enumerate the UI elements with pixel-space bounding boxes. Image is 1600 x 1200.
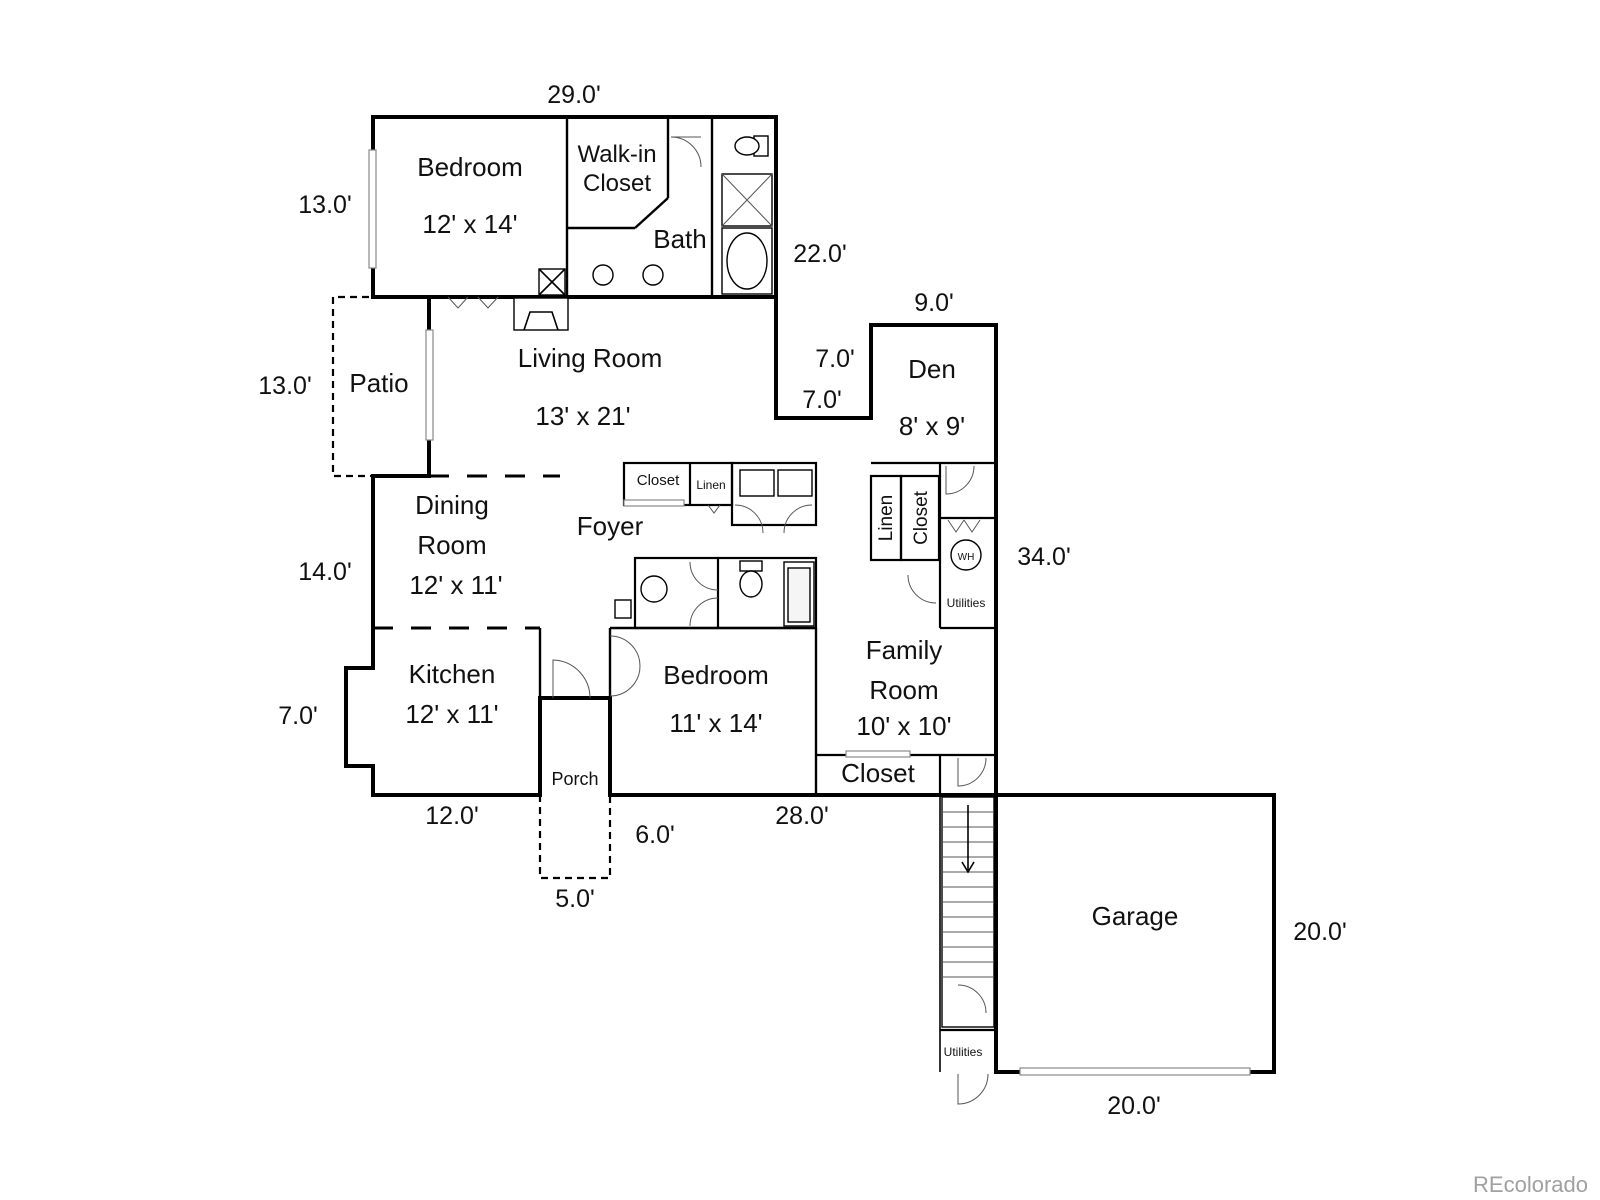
water-heater-label: WH bbox=[958, 552, 975, 563]
family-closet-label: Closet bbox=[841, 758, 915, 788]
doors bbox=[447, 136, 989, 1105]
den-closet-label: Closet bbox=[911, 490, 932, 545]
family-line2: Room bbox=[869, 675, 938, 705]
dim-porch-side: 6.0' bbox=[635, 821, 675, 849]
bedroom1-name: Bedroom bbox=[417, 152, 523, 182]
windows bbox=[368, 149, 1251, 1076]
utilities-lower-label: Utilities bbox=[944, 1045, 983, 1059]
foyer-name: Foyer bbox=[577, 511, 644, 541]
interior-walls bbox=[427, 117, 996, 1032]
dim-bedroom-left: 13.0' bbox=[298, 191, 351, 219]
den-linen-label: Linen bbox=[876, 495, 897, 542]
bedroom1-size: 12' x 14' bbox=[422, 209, 517, 239]
dim-porch-bottom: 5.0' bbox=[555, 885, 595, 913]
dim-patio-left: 13.0' bbox=[258, 372, 311, 400]
watermark: REcolorado bbox=[1473, 1172, 1588, 1197]
dim-kitchen-bottom: 12.0' bbox=[425, 802, 478, 830]
family-line1: Family bbox=[866, 635, 943, 665]
family-size: 10' x 10' bbox=[856, 711, 951, 741]
dimension-labels: 29.0' 13.0' 22.0' 9.0' 7.0' 7.0' 13.0' 1… bbox=[258, 81, 1346, 1120]
den-name: Den bbox=[908, 354, 956, 384]
dining-line2: Room bbox=[417, 530, 486, 560]
walkin-line1: Walk-in bbox=[577, 141, 656, 168]
dim-bottom-main: 28.0' bbox=[775, 802, 828, 830]
dim-dining-left: 14.0' bbox=[298, 558, 351, 586]
dim-garage-bottom: 20.0' bbox=[1107, 1092, 1160, 1120]
bath1-name: Bath bbox=[653, 224, 707, 254]
living-size: 13' x 21' bbox=[535, 401, 630, 431]
bedroom2-name: Bedroom bbox=[663, 660, 769, 690]
kitchen-name: Kitchen bbox=[409, 659, 496, 689]
living-name: Living Room bbox=[518, 343, 663, 373]
walkin-line2: Closet bbox=[583, 170, 651, 197]
fixtures bbox=[513, 135, 995, 1028]
hall-closet-label: Closet bbox=[637, 472, 680, 489]
utilities-upper-label: Utilities bbox=[947, 596, 986, 610]
dim-notch-upper: 7.0' bbox=[815, 345, 855, 373]
patio-name: Patio bbox=[349, 368, 408, 398]
dim-right-upper: 22.0' bbox=[793, 240, 846, 268]
room-labels: Bedroom 12' x 14' Walk-in Closet Bath Li… bbox=[349, 141, 1178, 931]
dim-kitchen-left: 7.0' bbox=[278, 702, 318, 730]
dining-size: 12' x 11' bbox=[409, 570, 502, 600]
closet-labels: Closet Linen Linen Closet Utilities Util… bbox=[637, 472, 986, 1059]
dim-right-main: 34.0' bbox=[1017, 543, 1070, 571]
kitchen-size: 12' x 11' bbox=[405, 699, 498, 729]
den-size: 8' x 9' bbox=[899, 411, 965, 441]
bedroom2-size: 11' x 14' bbox=[669, 708, 762, 738]
dim-notch-lower: 7.0' bbox=[802, 386, 842, 414]
hall-linen-label: Linen bbox=[696, 478, 725, 492]
openings bbox=[331, 295, 612, 880]
dim-top: 29.0' bbox=[547, 81, 600, 109]
dim-den-top: 9.0' bbox=[914, 289, 954, 317]
dim-garage-right: 20.0' bbox=[1293, 918, 1346, 946]
dining-line1: Dining bbox=[415, 490, 489, 520]
porch-name: Porch bbox=[551, 769, 598, 789]
garage-name: Garage bbox=[1092, 901, 1179, 931]
